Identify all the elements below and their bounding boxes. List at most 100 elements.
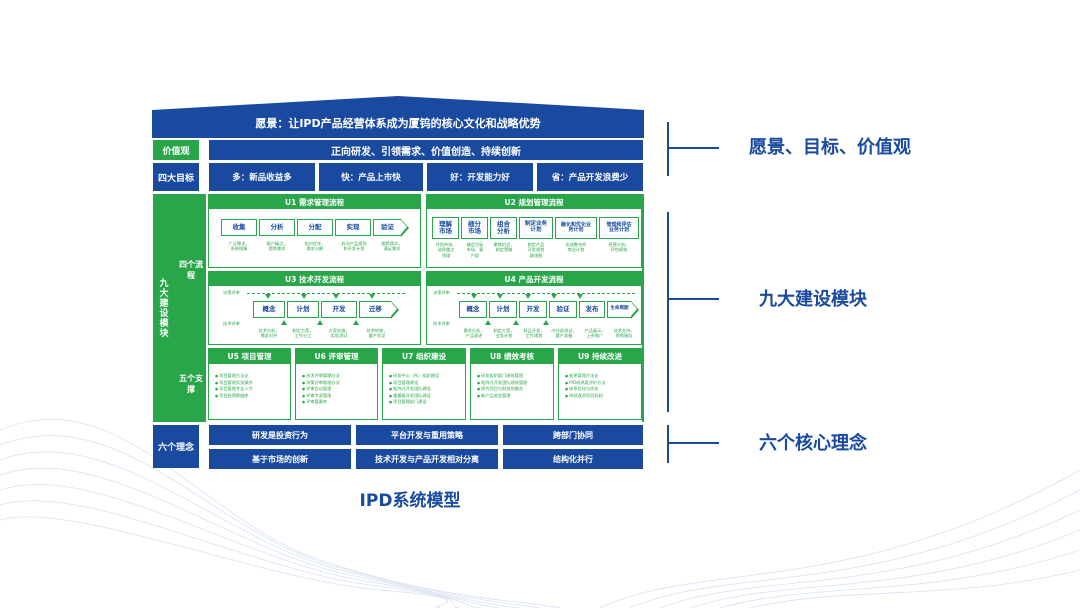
u4-title: U4 产品开发流程	[427, 272, 641, 286]
u8-item: 研究项目与财务的融合	[477, 386, 549, 393]
u4-step: 验证	[549, 301, 577, 318]
u2-step-desc: 制定产品 开发规划 路线图	[527, 242, 545, 258]
nine-modules-label: 九大建设模块	[157, 278, 168, 338]
concept-item: 基于市场的创新	[209, 449, 351, 469]
u9-continuous-improvement: U9 持续改进 变革管理方法论 IPD成熟度评价方法 体系优化与优化 持续改进项…	[558, 348, 642, 420]
bracket-vision	[667, 122, 669, 176]
u6-review-management: U6 评审管理 技术评审管理办法 决策评审管理办法 评审会议管理 评审专家管理 …	[295, 348, 378, 420]
u4-step: 计划	[489, 301, 517, 318]
label-vision-goals-values: 愿景、目标、价值观	[749, 137, 911, 158]
u7-item: 研发中心（所）组织建设	[389, 373, 461, 380]
u4-step: 发布	[579, 301, 605, 318]
concept-item: 研发是投资行为	[209, 425, 351, 445]
label-nine-modules: 九大建设模块	[759, 289, 867, 310]
u1-step-desc: 客户痛点， 提炼需求	[266, 241, 288, 252]
u3-step: 概念	[253, 301, 285, 318]
concept-item: 结构化并行	[503, 449, 643, 469]
u2-step: 制定业务 计划	[519, 217, 553, 239]
u7-item: 矩阵式开发团队建设	[389, 386, 461, 393]
decision-marker-icon	[577, 294, 583, 299]
decision-marker-icon	[301, 294, 307, 299]
u2-step: 细分 市场	[461, 217, 488, 239]
u6-title: U6 评审管理	[296, 349, 377, 364]
u8-item: 矩阵式开发团队绩效管理	[477, 380, 549, 387]
u7-item: 项目管理建设	[389, 380, 461, 387]
u7-title: U7 组织建设	[383, 349, 465, 364]
u4-step: 开发	[519, 301, 547, 318]
u8-item: 新产品收益管理	[477, 393, 549, 400]
u4-step-desc: 需求分析， 产品表述	[463, 328, 485, 339]
u2-step: 理解 市场	[432, 217, 459, 239]
u9-item: 持续改进项目机制	[565, 393, 637, 400]
u5-item: 项目管理专业人才	[215, 386, 286, 393]
u3-step: 计划	[287, 301, 319, 318]
u3-decision-review: 决策评审	[223, 290, 240, 295]
u3-technology-development: U3 技术开发流程 决策评审 概念 计划 开发 迁移 技术评审 技术分析， 需求…	[208, 271, 421, 345]
values-text: 正向研发、引领需求、价值创造、持续创新	[209, 140, 643, 160]
u9-item: 变革管理方法论	[565, 373, 637, 380]
u9-item: 体系优化与优化	[565, 386, 637, 393]
u1-step-desc: 相对优先， 需求分解	[304, 241, 326, 252]
u2-step-desc: 确定目标 市场、客 户群	[466, 242, 484, 258]
decision-marker-icon	[497, 294, 503, 299]
u3-step: 迁移	[359, 301, 391, 318]
u3-title: U3 技术开发流程	[209, 272, 420, 286]
tech-review-marker-icon	[281, 320, 287, 325]
u1-step-desc: 启动产品规划 和开发计划	[341, 241, 367, 252]
u7-item: 重量级开发团队建设	[389, 393, 461, 400]
u4-step: 生命周期	[607, 301, 631, 318]
u4-product-development: U4 产品开发流程 决策评审 概念 计划 开发 验证 发布 生命周期 技术评审 …	[426, 271, 642, 345]
concept-item: 平台开发与重用策略	[356, 425, 498, 445]
u4-step-desc: 技术支持， 营销服务	[613, 328, 635, 339]
u2-step-desc: 经营分析， 评估绩效	[608, 242, 630, 253]
u5-item: 项目经营数据库	[215, 393, 286, 400]
u2-planning-management: U2 规划管理流程 理解 市场 细分 市场 组合 分析 制定业务 计划 融化和优…	[426, 194, 642, 268]
decision-marker-icon	[471, 294, 477, 299]
u7-items: 研发中心（所）组织建设 项目管理建设 矩阵式开发团队建设 重量级开发团队建设 项…	[389, 373, 461, 406]
u2-title: U2 规划管理流程	[427, 195, 641, 209]
tech-review-marker-icon	[485, 320, 491, 325]
concept-item: 跨部门协同	[503, 425, 643, 445]
u1-step: 验证	[373, 219, 401, 236]
four-flows-label: 四个流程	[179, 260, 203, 280]
goal-item: 多：新品收益多	[209, 163, 315, 191]
u4-step-desc: 产品展示， 上市推广	[584, 328, 606, 339]
u3-step-desc: 技术转移， 量产验证	[366, 328, 388, 339]
u4-step-desc: 制定方案， 业务计划	[493, 328, 515, 339]
vision-roof	[152, 96, 644, 138]
goals-label: 四大目标	[153, 163, 199, 191]
u1-step: 分配	[297, 219, 333, 236]
u6-item: 评审专家管理	[302, 393, 373, 400]
u8-items: 研发组织部门绩效管理 矩阵式开发团队绩效管理 研究项目与财务的融合 新产品收益管…	[477, 373, 549, 399]
u9-title: U9 持续改进	[559, 349, 641, 364]
u4-decision-review: 决策评审	[433, 290, 450, 295]
u3-step: 开发	[321, 301, 357, 318]
u1-step: 实现	[335, 219, 371, 236]
u5-item: 项目管理实务操作	[215, 380, 286, 387]
u6-item: 评审要素库	[302, 399, 373, 406]
u5-title: U5 项目管理	[209, 349, 290, 364]
u8-item: 研发组织部门绩效管理	[477, 373, 549, 380]
tech-review-marker-icon	[513, 320, 519, 325]
u1-title: U1 需求管理流程	[209, 195, 420, 209]
diagram-caption: IPD系统模型	[359, 491, 461, 511]
five-supports-label: 五个支撑	[179, 374, 203, 394]
u8-performance-appraisal: U8 绩效考核 研发组织部门绩效管理 矩阵式开发团队绩效管理 研究项目与财务的融…	[470, 348, 554, 420]
goal-item: 快：产品上市快	[319, 163, 423, 191]
u4-step-desc: 内外部测试， 量产准备	[551, 328, 577, 339]
u4-tech-review: 技术评审	[433, 321, 450, 326]
u4-step: 概念	[459, 301, 487, 318]
vision-statement: 愿景：让IPD产品经营体系成为厦钨的核心文化和战略优势	[255, 117, 541, 130]
decision-marker-icon	[333, 294, 339, 299]
tech-review-marker-icon	[317, 320, 323, 325]
u3-step-desc: 制定方案， 工作分工	[292, 328, 314, 339]
u3-tech-review: 技术评审	[223, 321, 240, 326]
u4-step-desc: 样品开发， 工作规划	[523, 328, 545, 339]
decision-marker-icon	[551, 294, 557, 299]
u3-step-desc: 方案实施， 实验测试	[328, 328, 350, 339]
goal-item: 好：开发能力好	[427, 163, 533, 191]
u6-item: 技术评审管理办法	[302, 373, 373, 380]
u6-item: 评审会议管理	[302, 386, 373, 393]
u2-step-desc: 评估市场， 选择重点 领域	[435, 242, 457, 258]
